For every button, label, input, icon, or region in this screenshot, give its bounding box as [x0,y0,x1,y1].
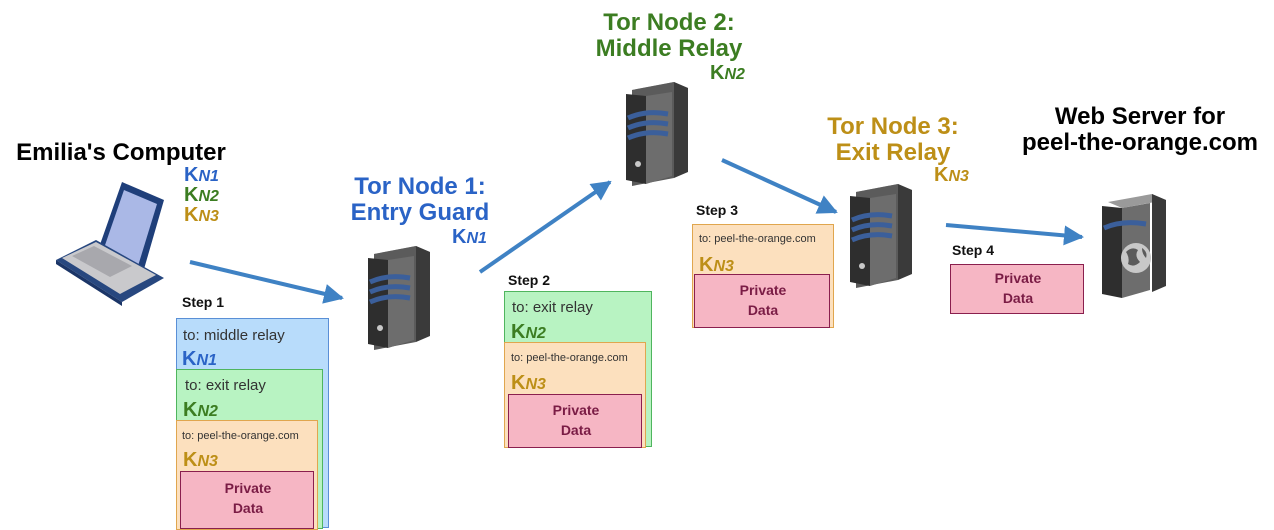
arrow-node3-to-webserver [945,223,1084,246]
step2-to-exit-relay: to: exit relay [512,299,593,316]
node3-key: KN3 [934,164,969,186]
step2-key-n2: KN2 [511,321,546,343]
step1-to-exit-relay: to: exit relay [185,377,266,394]
step3-key-n3: KN3 [699,254,734,276]
node2-key: KN2 [710,62,745,84]
computer-key-n2: KN2 [184,184,219,206]
server-icon [850,184,912,288]
server-icon [368,246,430,350]
web-server-globe-icon [1102,194,1166,298]
node2-title: Tor Node 2:Middle Relay [595,9,743,63]
step1-label: Step 1 [182,294,225,310]
step1-to-website: to: peel-the-orange.com [182,430,299,442]
node3-title: Tor Node 3:Exit Relay [827,113,959,167]
step3-label: Step 3 [696,202,739,218]
step4-label: Step 4 [952,242,995,258]
step2-to-website: to: peel-the-orange.com [511,352,628,364]
step1-to-middle-relay: to: middle relay [183,327,285,344]
computer-key-n3: KN3 [184,204,219,226]
step3-to-website: to: peel-the-orange.com [699,233,816,245]
step1-key-n1: KN1 [182,348,217,370]
server-icon [626,82,688,186]
step2-key-n3: KN3 [511,372,546,394]
arrow-node1-to-node2 [478,180,612,274]
step2-label: Step 2 [508,272,551,288]
step1-key-n2: KN2 [183,399,218,421]
computer-key-n1: KN1 [184,164,219,186]
step1-key-n3: KN3 [183,449,218,471]
arrow-node2-to-node3 [721,158,838,214]
node1-title: Tor Node 1:Entry Guard [350,173,490,227]
laptop-icon [56,182,164,306]
arrow-computer-to-node1 [189,260,344,304]
node1-key: KN1 [452,226,487,248]
computer-title: Emilia's Computer [16,139,226,166]
